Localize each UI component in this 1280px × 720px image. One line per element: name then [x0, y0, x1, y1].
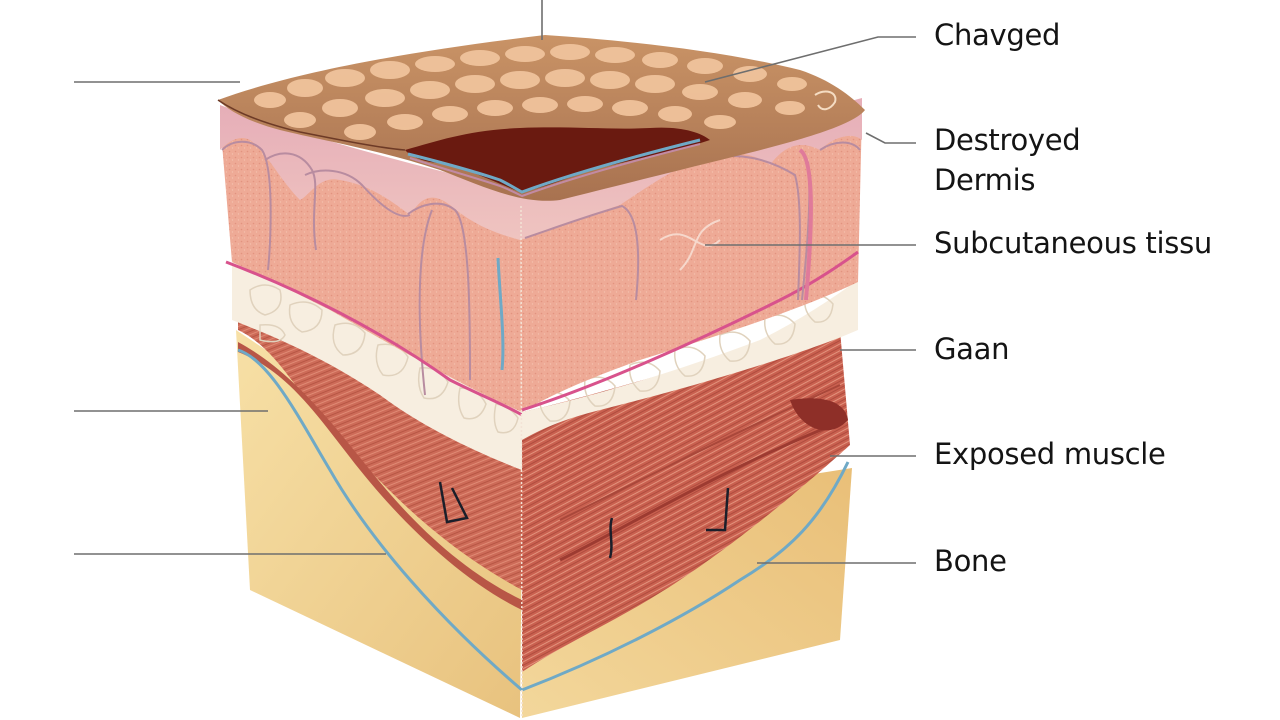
leader-line-dermis — [865, 132, 916, 144]
label-exposed-muscle: Exposed muscle — [934, 437, 1166, 471]
label-gaan: Gaan — [934, 332, 1010, 366]
leader-lines — [74, 0, 916, 564]
label-dermis: Dermis — [934, 163, 1036, 197]
block-edge — [520, 205, 523, 719]
label-charred: Chavged — [934, 18, 1061, 52]
label-bone: Bone — [934, 544, 1007, 578]
leader-line-charred — [704, 36, 916, 83]
label-destroyed: Destroyed — [934, 123, 1081, 157]
suture-marks — [438, 481, 730, 559]
label-subcutaneous-tissue: Subcutaneous tissu — [934, 226, 1212, 260]
left-face — [220, 105, 523, 718]
charred-surface — [217, 35, 865, 201]
